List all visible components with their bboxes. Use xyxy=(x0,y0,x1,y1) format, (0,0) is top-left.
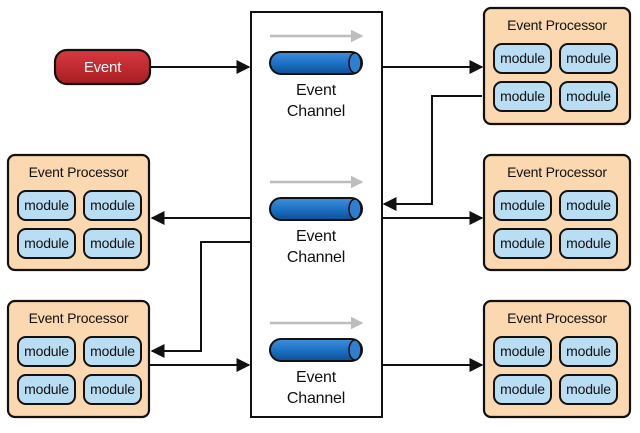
module-label: module xyxy=(500,235,545,251)
module-3: module xyxy=(493,374,552,405)
event-channel-3: Event Channel xyxy=(269,316,364,407)
module-2: module xyxy=(559,336,618,367)
module-label: module xyxy=(24,235,69,251)
channel-pipe-end xyxy=(348,198,362,220)
event-channel-1: Event Channel xyxy=(269,29,364,120)
channel-label-line-1: Event xyxy=(296,369,337,386)
module-1: module xyxy=(17,336,76,367)
channel-label-line-2: Channel xyxy=(287,103,345,120)
module-label: module xyxy=(566,197,611,213)
module-1: module xyxy=(493,43,552,74)
event-processor-title: Event Processor xyxy=(29,310,129,326)
channel-pipe xyxy=(269,338,363,362)
channel-label-line-1: Event xyxy=(296,82,337,99)
module-1: module xyxy=(493,336,552,367)
event-processor-title: Event Processor xyxy=(507,17,607,33)
module-label: module xyxy=(566,235,611,251)
module-1: module xyxy=(493,190,552,221)
channel-label-line-2: Channel xyxy=(287,390,345,407)
module-4: module xyxy=(559,374,618,405)
module-3: module xyxy=(17,228,76,259)
module-label: module xyxy=(566,88,611,104)
module-label: module xyxy=(566,50,611,66)
event-processor-title: Event Processor xyxy=(29,164,129,180)
module-3: module xyxy=(493,228,552,259)
event-processor-bottom-right: Event Processor module module module mod… xyxy=(482,299,632,419)
event-label: Event xyxy=(84,59,122,76)
channel-label-line-1: Event xyxy=(296,228,337,245)
connectors xyxy=(150,60,484,372)
module-label: module xyxy=(90,381,135,397)
event-processor-title: Event Processor xyxy=(507,310,607,326)
module-label: module xyxy=(500,381,545,397)
processor-top-right-to-channel-2-arrow xyxy=(382,95,482,211)
module-3: module xyxy=(17,374,76,405)
module-label: module xyxy=(90,235,135,251)
module-2: module xyxy=(559,190,618,221)
event-processor-top-right: Event Processor module module module mod… xyxy=(482,6,632,126)
module-4: module xyxy=(559,81,618,112)
event-processor-bottom-left: Event Processor module module module mod… xyxy=(6,299,151,419)
module-label: module xyxy=(500,343,545,359)
module-label: module xyxy=(500,197,545,213)
module-label: module xyxy=(500,50,545,66)
channel-2-to-processor-bottom-left-arrow xyxy=(150,241,251,358)
module-label: module xyxy=(500,88,545,104)
module-label: module xyxy=(566,343,611,359)
module-label: module xyxy=(90,343,135,359)
module-2: module xyxy=(83,190,142,221)
module-1: module xyxy=(17,190,76,221)
channel-pipe-end xyxy=(348,339,362,361)
event-node: Event xyxy=(53,48,152,86)
event-processor-middle-right: Event Processor module module module mod… xyxy=(482,153,632,272)
event-channel-2: Event Channel xyxy=(269,175,364,266)
module-label: module xyxy=(566,381,611,397)
module-4: module xyxy=(83,228,142,259)
module-label: module xyxy=(90,197,135,213)
channel-pipe xyxy=(269,197,363,221)
event-processor-title: Event Processor xyxy=(507,164,607,180)
channel-pipe xyxy=(269,51,363,75)
module-4: module xyxy=(559,228,618,259)
module-4: module xyxy=(83,374,142,405)
event-processor-middle-left: Event Processor module module module mod… xyxy=(6,153,151,272)
module-label: module xyxy=(24,343,69,359)
module-label: module xyxy=(24,197,69,213)
event-shape xyxy=(53,48,152,86)
channel-pipe-end xyxy=(348,52,362,74)
module-label: module xyxy=(24,381,69,397)
module-2: module xyxy=(83,336,142,367)
module-3: module xyxy=(493,81,552,112)
channel-label-line-2: Channel xyxy=(287,249,345,266)
module-2: module xyxy=(559,43,618,74)
